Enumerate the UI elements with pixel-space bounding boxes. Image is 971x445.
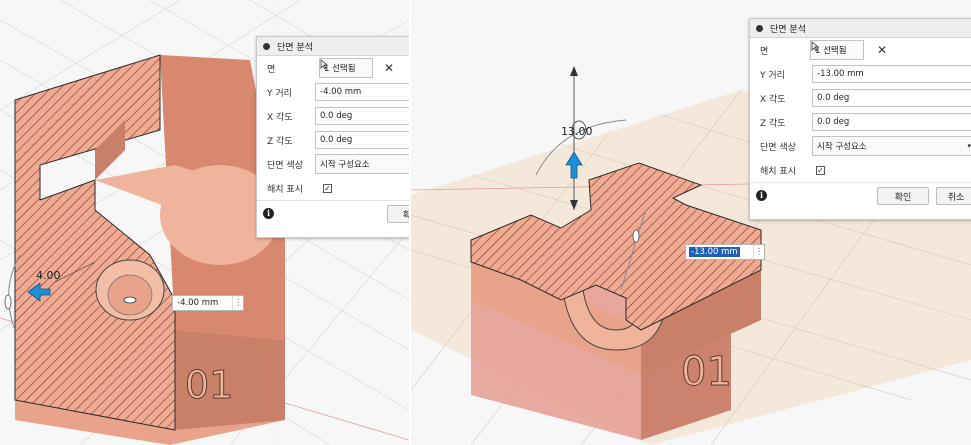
left-face-select-button[interactable]: 1 선택됨: [319, 58, 373, 78]
left-y-distance-input[interactable]: -4.00 mm: [315, 83, 409, 101]
right-row-z-angle: Z 각도 0.0 deg: [750, 110, 971, 134]
right-rotation-arc-lower: [620, 209, 647, 291]
left-y-distance-label: Y 거리: [267, 88, 292, 99]
right-distance-arrow-icon[interactable]: [565, 151, 583, 179]
left-section-analysis-panel: 단면 분석 면 1 선택됨 ✕ Y 거리 -4.00 mm X 각도 0.0 d…: [256, 36, 409, 238]
left-rotation-handle[interactable]: [4, 294, 12, 310]
left-z-angle-input[interactable]: 0.0 deg: [315, 131, 409, 149]
viewport-right[interactable]: 01 13.00 -13.00 mm ⋮ 단면 분석 면 1 선택됨 ✕: [411, 0, 971, 445]
left-hatch-label: 해치 표시: [267, 184, 303, 195]
right-row-x-angle: X 각도 0.0 deg: [750, 86, 971, 110]
right-panel-header[interactable]: 단면 분석: [750, 19, 971, 38]
left-clear-selection-icon[interactable]: ✕: [384, 61, 395, 75]
right-section-face: [470, 162, 762, 331]
right-inline-menu-icon[interactable]: ⋮: [753, 245, 764, 259]
left-model-number: 01: [185, 363, 233, 407]
right-panel-collapse-icon[interactable]: [756, 24, 763, 32]
left-top-surface: [95, 165, 240, 210]
right-clear-selection-icon[interactable]: ✕: [877, 43, 888, 57]
right-x-angle-label: X 각도: [760, 94, 786, 105]
left-dimension-label: 4.00: [36, 269, 61, 282]
viewport-divider: [409, 0, 411, 445]
left-row-hatch: 해치 표시 ✓: [257, 176, 409, 200]
left-panel-collapse-icon[interactable]: [263, 42, 270, 50]
left-row-face: 면 1 선택됨 ✕: [257, 56, 409, 80]
right-row-hatch: 해치 표시 ✓: [750, 158, 971, 182]
left-face-value: 1 선택됨: [324, 64, 356, 74]
right-dimension-label: 13.00: [561, 125, 593, 138]
left-hole-inner: [107, 274, 153, 316]
right-info-icon[interactable]: i: [756, 190, 767, 201]
left-section-face: [14, 54, 176, 431]
left-panel-header[interactable]: 단면 분석: [257, 37, 409, 56]
right-row-section-color: 단면 색상 시작 구성요소 ▾: [750, 134, 971, 158]
left-row-x-angle: X 각도 0.0 deg: [257, 104, 409, 128]
left-x-angle-input[interactable]: 0.0 deg: [315, 107, 409, 125]
left-row-section-color: 단면 색상 시작 구성요소: [257, 152, 409, 176]
right-pointer-icon: [811, 41, 820, 52]
right-cancel-button[interactable]: 취소: [936, 187, 971, 205]
right-face-label: 면: [760, 46, 769, 57]
right-face-select-button[interactable]: 1 선택됨: [810, 40, 864, 60]
left-handle-point[interactable]: [123, 296, 137, 304]
viewport-left[interactable]: 01 4.00 -4.00 mm ⋮ 단면 분석 면 1 선택됨 ✕ Y 거리 …: [0, 0, 409, 445]
right-ok-button[interactable]: 확인: [877, 187, 929, 205]
right-inline-distance-input[interactable]: -13.00 mm ⋮: [685, 244, 765, 260]
left-dimension-leader: [54, 261, 96, 283]
right-z-angle-label: Z 각도: [760, 118, 786, 129]
right-dropdown-caret-icon: ▾: [967, 142, 971, 150]
right-row-face: 면 1 선택됨 ✕: [750, 38, 971, 62]
left-ok-button[interactable]: 확: [387, 205, 409, 223]
right-x-angle-input[interactable]: 0.0 deg: [812, 89, 971, 107]
right-section-analysis-panel: 단면 분석 면 1 선택됨 ✕ Y 거리 -13.00 mm X 각도 0.0 …: [749, 18, 971, 220]
left-model-canvas[interactable]: 01 4.00: [0, 0, 409, 445]
right-rotation-handle[interactable]: [632, 229, 640, 243]
right-panel-footer: i 확인 취소: [750, 182, 971, 209]
right-panel-title: 단면 분석: [770, 24, 806, 35]
right-hatch-checkbox[interactable]: ✓: [816, 165, 825, 175]
left-notch: [95, 120, 125, 180]
left-section-color-label: 단면 색상: [267, 160, 303, 171]
left-row-z-angle: Z 각도 0.0 deg: [257, 128, 409, 152]
left-inline-distance-input[interactable]: -4.00 mm ⋮: [172, 295, 244, 311]
left-pointer-icon: [320, 59, 329, 70]
left-x-angle-label: X 각도: [267, 112, 293, 123]
left-panel-footer: i 확: [257, 200, 409, 227]
right-axis-up-arrow-icon: [570, 66, 578, 76]
left-row-y-distance: Y 거리 -4.00 mm: [257, 80, 409, 104]
right-y-distance-input[interactable]: -13.00 mm: [812, 65, 971, 83]
right-body-side: [641, 270, 761, 375]
right-angle-handle[interactable]: [571, 120, 587, 140]
left-rotation-arc: [8, 254, 21, 331]
left-face-label: 면: [267, 64, 276, 75]
left-distance-arrow-icon[interactable]: [27, 282, 51, 302]
right-z-angle-input[interactable]: 0.0 deg: [812, 113, 971, 131]
left-inline-menu-icon[interactable]: ⋮: [232, 296, 243, 310]
left-info-icon[interactable]: i: [263, 208, 274, 219]
right-hatch-label: 해치 표시: [760, 166, 796, 177]
left-inline-distance-value: -4.00 mm: [177, 298, 219, 308]
left-section-color-dropdown[interactable]: 시작 구성요소: [315, 154, 409, 174]
left-panel-title: 단면 분석: [277, 42, 313, 53]
right-rotation-arc: [535, 119, 627, 176]
right-face-value: 1 선택됨: [815, 46, 847, 56]
left-hatch-checkbox[interactable]: ✓: [323, 183, 332, 193]
right-section-color-label: 단면 색상: [760, 142, 796, 153]
left-z-angle-label: Z 각도: [267, 136, 293, 147]
right-section-color-dropdown[interactable]: 시작 구성요소 ▾: [812, 136, 971, 156]
right-model-number: 01: [681, 349, 732, 395]
right-y-distance-label: Y 거리: [760, 70, 785, 81]
right-section-color-value: 시작 구성요소: [817, 142, 867, 152]
right-axis-down-arrow-icon: [570, 200, 578, 210]
right-inline-distance-value: -13.00 mm: [689, 247, 740, 257]
left-section-color-value: 시작 구성요소: [320, 160, 370, 170]
right-row-y-distance: Y 거리 -13.00 mm: [750, 62, 971, 86]
left-base-side: [175, 330, 285, 430]
